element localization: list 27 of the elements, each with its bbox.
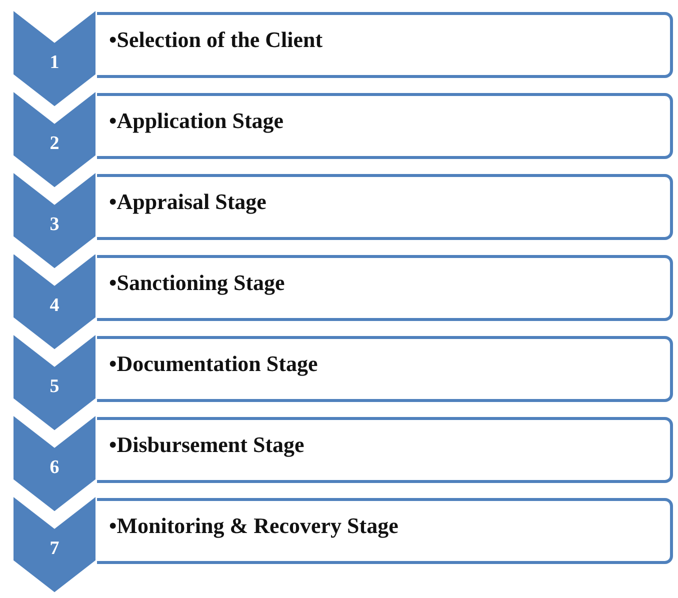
stage-label: •Monitoring & Recovery Stage	[109, 513, 398, 539]
chevron-shape	[12, 170, 97, 270]
step-number: 5	[48, 376, 60, 398]
stage-box	[97, 174, 673, 240]
step-number: 3	[48, 214, 60, 236]
chevron-shape	[12, 89, 97, 189]
stage-label: •Selection of the Client	[109, 27, 323, 53]
chevron-shape	[12, 8, 97, 108]
stage-label: •Appraisal Stage	[109, 189, 266, 215]
step-number: 1	[48, 52, 60, 74]
step-number: 6	[48, 457, 60, 479]
step-number: 4	[48, 295, 60, 317]
stage-label: •Application Stage	[109, 108, 284, 134]
stage-box	[97, 255, 673, 321]
stage-box	[97, 336, 673, 402]
stage-box	[97, 417, 673, 483]
stage-box	[97, 498, 673, 564]
stage-label: •Documentation Stage	[109, 351, 318, 377]
chevron-shape	[12, 494, 97, 594]
chevron-shape	[12, 332, 97, 432]
step-number: 7	[48, 538, 60, 560]
stage-label: •Sanctioning Stage	[109, 270, 285, 296]
step-number: 2	[48, 133, 60, 155]
stage-box	[97, 93, 673, 159]
stage-box	[97, 12, 673, 78]
stage-label: •Disbursement Stage	[109, 432, 304, 458]
chevron-shape	[12, 413, 97, 513]
